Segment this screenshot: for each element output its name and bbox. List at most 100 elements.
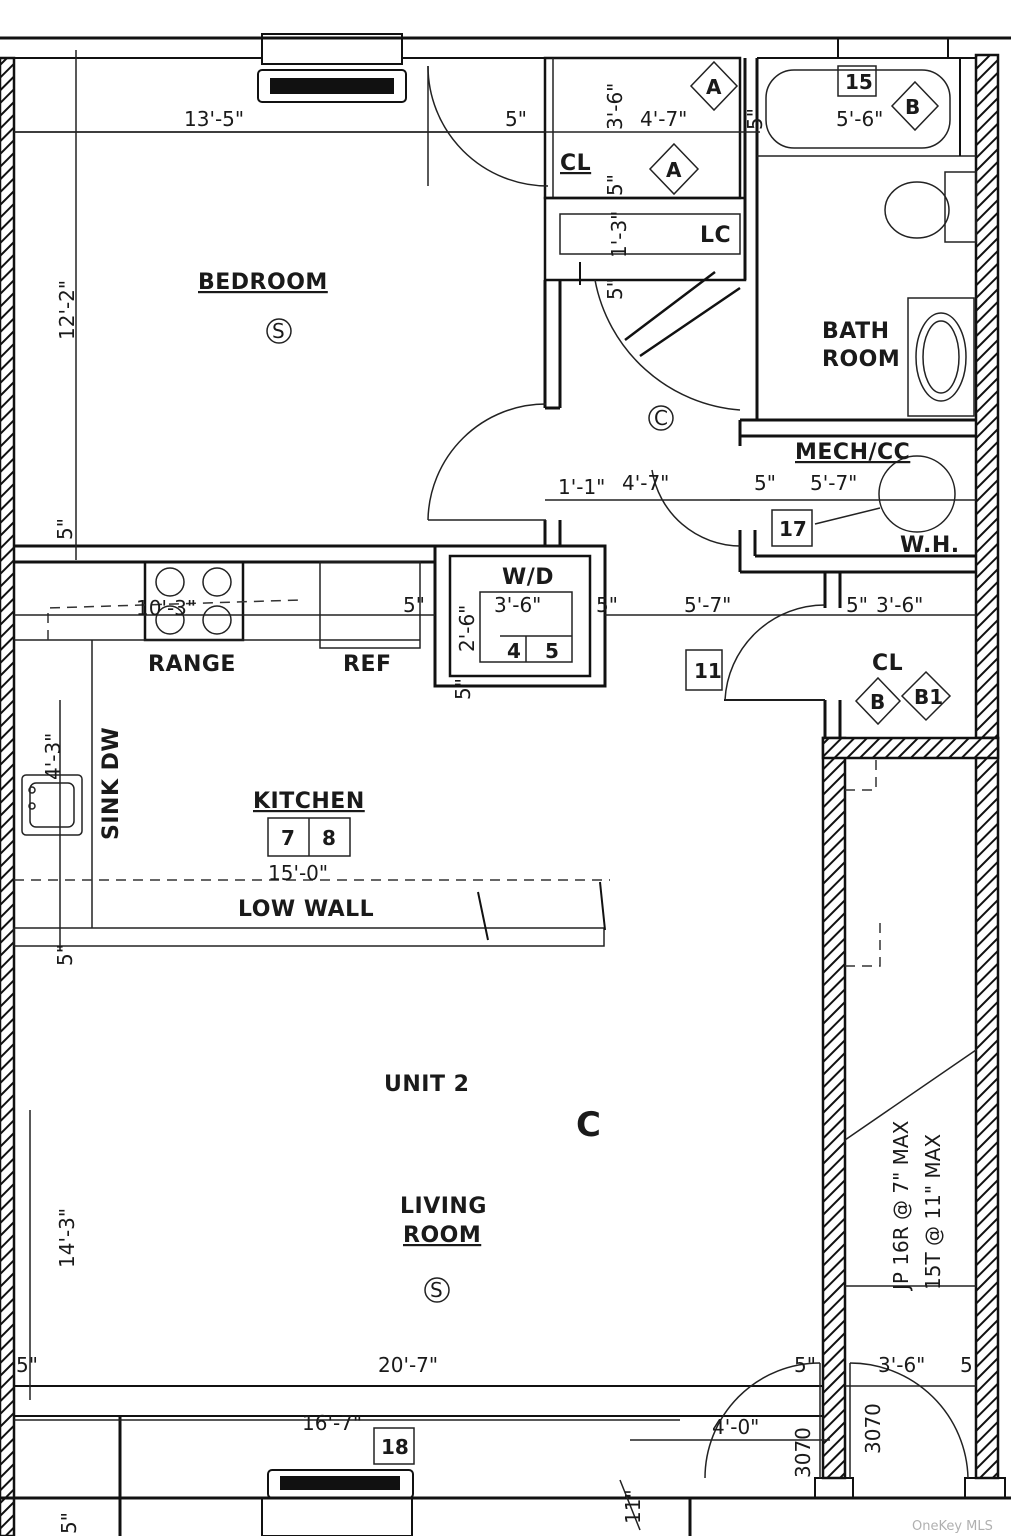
dim-kitchen-run: 10'-3" bbox=[136, 596, 196, 620]
dim-5j: 5" bbox=[451, 678, 475, 700]
dim-5i: 5" bbox=[846, 593, 868, 617]
wall-stair-top bbox=[821, 736, 1000, 760]
dim-kitchen-width: 15'-0" bbox=[268, 861, 328, 885]
dim-lc-depth: 1'-3" bbox=[607, 211, 631, 258]
dim-5h: 5" bbox=[596, 593, 618, 617]
wall-right-upper bbox=[974, 53, 1000, 740]
ref-label: REF bbox=[343, 652, 392, 677]
sink-dw-label: SINK DW bbox=[99, 727, 124, 840]
dim-bath-width: 5'-6" bbox=[836, 107, 883, 131]
living-label-2: ROOM bbox=[403, 1223, 481, 1248]
unit-label: UNIT 2 bbox=[384, 1072, 469, 1097]
washer-dryer-label: W/D bbox=[502, 565, 554, 590]
dim-5c: 5" bbox=[603, 174, 627, 196]
dim-5l: 5" bbox=[16, 1353, 38, 1377]
doors bbox=[427, 65, 969, 1479]
co-detector-icon bbox=[648, 405, 674, 431]
watermark: OneKey MLS bbox=[912, 1519, 993, 1534]
dim-door-3-6: 3'-6" bbox=[878, 1353, 925, 1377]
dim-mech-width: 5'-7" bbox=[810, 471, 857, 495]
dim-bedroom-depth: 12'-2" bbox=[55, 280, 79, 340]
tag-18: 18 bbox=[381, 1435, 409, 1459]
dim-cl-width: 4'-7" bbox=[640, 107, 687, 131]
tag-11-box bbox=[685, 649, 723, 691]
dim-5k: 5" bbox=[53, 944, 77, 966]
dim-bedroom-width: 13'-5" bbox=[184, 107, 244, 131]
smoke-detector-symbol: S bbox=[272, 319, 285, 343]
tag-15: 15 bbox=[845, 70, 873, 94]
smoke-detector-living-icon bbox=[424, 1277, 450, 1303]
section-c-label: C bbox=[576, 1105, 601, 1145]
dim-door-code-1: 3070 bbox=[791, 1427, 815, 1478]
tag-7: 7 bbox=[281, 826, 295, 850]
tag-a-icon bbox=[689, 60, 739, 112]
dim-wd-depth: 2'-6" bbox=[455, 605, 479, 652]
tag-b1-icon bbox=[900, 670, 952, 722]
tag-8: 8 bbox=[322, 826, 336, 850]
tag-18-box bbox=[373, 1427, 415, 1465]
dim-5n: 5" bbox=[57, 1512, 81, 1534]
range-label: RANGE bbox=[148, 652, 236, 677]
dim-living-depth: 14'-3" bbox=[55, 1208, 79, 1268]
tag-b-closet-icon bbox=[854, 676, 902, 726]
linen-closet-label: LC bbox=[700, 223, 731, 248]
windows bbox=[257, 33, 949, 1536]
water-heater-label: W.H. bbox=[900, 533, 960, 558]
tag-5: 5 bbox=[545, 639, 559, 663]
dimension-labels: 13'-5" 12'-2" 5" 3'-6" 4'-7" 5" 5'-6" 5"… bbox=[16, 83, 973, 1534]
tag-b1: B1 bbox=[914, 685, 943, 709]
wall-stair-left bbox=[821, 736, 847, 1480]
dim-sink: 4'-3" bbox=[41, 733, 65, 780]
living-label-1: LIVING bbox=[400, 1194, 487, 1219]
dim-5g: 5" bbox=[403, 593, 425, 617]
dim-living-width: 20'-7" bbox=[378, 1353, 438, 1377]
exterior-walls bbox=[0, 53, 1000, 1536]
tag-11: 11 bbox=[694, 659, 722, 683]
tag-b-closet: B bbox=[870, 690, 885, 714]
co-detector-symbol: C bbox=[654, 406, 668, 430]
closet-a-label: CL bbox=[560, 151, 591, 176]
detectors: S C S bbox=[266, 318, 674, 1303]
bedroom-label: BEDROOM bbox=[198, 270, 328, 295]
dim-hall-5-7: 5'-7" bbox=[684, 593, 731, 617]
tag-17: 17 bbox=[779, 517, 807, 541]
dim-wd-width: 3'-6" bbox=[494, 593, 541, 617]
tag-17-box bbox=[771, 509, 813, 547]
tag-b-icon bbox=[890, 80, 940, 132]
low-wall-label: LOW WALL bbox=[238, 897, 374, 922]
dim-cl-depth: 3'-6" bbox=[603, 83, 627, 130]
tag-b-top: B bbox=[905, 95, 920, 119]
dim-stair-riser: JP 16R @ 7" MAX bbox=[889, 1120, 913, 1292]
tags: A A B 15 17 11 B B1 4 5 7 8 18 bbox=[267, 60, 952, 1465]
dim-5f: 5" bbox=[53, 518, 77, 540]
smoke-detector-icon bbox=[266, 318, 292, 344]
dim-5e: 5" bbox=[754, 471, 776, 495]
kitchen-label: KITCHEN bbox=[253, 789, 365, 814]
tag-a-1: A bbox=[706, 75, 722, 99]
dim-door-4-0: 4'-0" bbox=[712, 1415, 759, 1439]
dim-1-1: 1'-1" bbox=[558, 475, 605, 499]
dim-5a: 5" bbox=[505, 107, 527, 131]
dim-11: 11" bbox=[621, 1489, 645, 1524]
dim-bottom-16-7: 16'-7" bbox=[302, 1411, 362, 1435]
dim-hall-width: 4'-7" bbox=[622, 471, 669, 495]
bathroom-label-2: ROOM bbox=[822, 347, 900, 372]
closet-b-label: CL bbox=[872, 651, 903, 676]
tag-4: 4 bbox=[507, 639, 521, 663]
smoke-detector-living-symbol: S bbox=[430, 1278, 443, 1302]
bathroom-label-1: BATH bbox=[822, 319, 890, 344]
tag-a-2: A bbox=[666, 158, 682, 182]
dimension-lines bbox=[14, 50, 976, 1531]
dim-cl2-width: 3'-6" bbox=[876, 593, 923, 617]
wall-right-lower bbox=[974, 736, 1000, 1480]
dim-5m: 5" bbox=[794, 1353, 816, 1377]
dim-stair-tread: 15T @ 11" MAX bbox=[921, 1134, 945, 1290]
tag-a2-icon bbox=[648, 142, 700, 196]
dim-door-code-2: 3070 bbox=[861, 1403, 885, 1454]
dim-5b: 5" bbox=[743, 108, 767, 130]
dim-5o: 5 bbox=[960, 1353, 973, 1377]
mech-label: MECH/CC bbox=[795, 440, 910, 465]
wall-left bbox=[0, 56, 16, 1536]
tag-15-box bbox=[837, 65, 877, 97]
